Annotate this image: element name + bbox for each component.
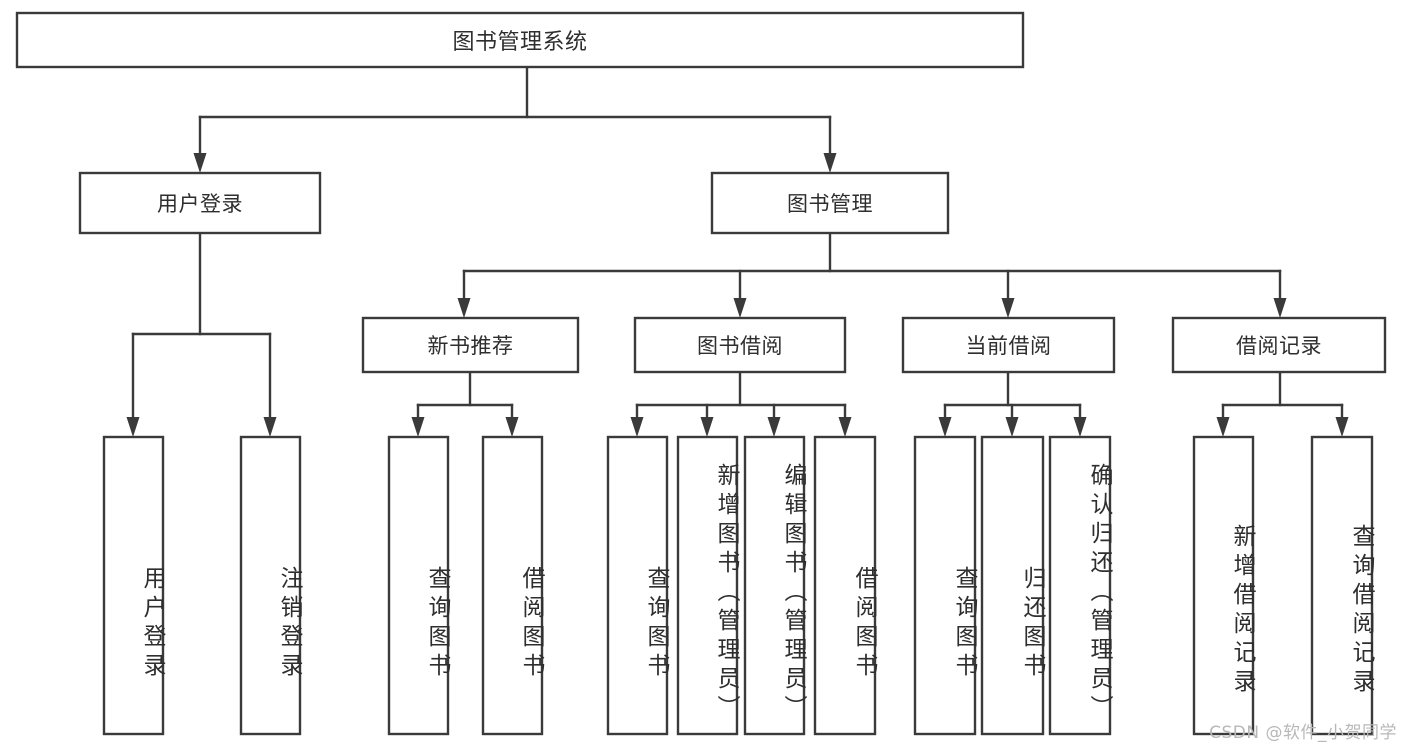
arrow-head-icon [700,417,714,437]
arrow-head-icon [126,417,140,437]
watermark-text: CSDN @软件_小贺同学 [1209,723,1397,743]
arrow-head-icon [505,417,519,437]
boxes-layer [15,11,1387,736]
node-box-leaf-user-login[interactable] [102,435,165,736]
arrow-head-icon [1005,417,1019,437]
node-box-leaf-return-book[interactable] [980,435,1045,736]
arrow-head-icon [838,417,852,437]
node-box-leaf-query-borrow-record[interactable] [1310,435,1374,736]
arrow-head-icon [733,298,747,318]
node-box-leaf-query-book-current[interactable] [913,435,977,736]
arrow-head-icon [457,298,471,318]
node-box-leaf-add-borrow-record[interactable] [1192,435,1255,736]
arrow-head-icon [193,153,207,173]
node-box-leaf-query-book-recommend[interactable] [387,435,450,736]
node-box-leaf-edit-book-admin[interactable] [743,435,806,736]
node-box-leaf-add-book-admin[interactable] [676,435,739,736]
node-box-leaf-borrow-book-recommend[interactable] [481,435,544,736]
node-box-leaf-logout[interactable] [239,435,302,736]
node-box-root[interactable] [15,11,1025,69]
node-box-new-book-recommend[interactable] [361,316,580,374]
node-box-leaf-query-book-borrow[interactable] [606,435,669,736]
arrow-head-icon [767,417,781,437]
arrow-head-icon [411,417,425,437]
arrow-head-icon [1216,417,1230,437]
arrow-head-icon [823,153,837,173]
arrow-head-icon [1273,298,1287,318]
node-box-leaf-confirm-return-admin[interactable] [1048,435,1112,736]
node-box-borrow-record[interactable] [1171,316,1387,374]
arrow-head-icon [1335,417,1349,437]
node-box-user-login[interactable] [78,171,322,235]
node-box-book-management[interactable] [710,171,950,235]
arrow-head-icon [1073,417,1087,437]
node-box-current-borrow[interactable] [901,316,1116,374]
arrow-head-icon [263,417,277,437]
arrow-head-icon [1001,298,1015,318]
node-box-book-borrow[interactable] [633,316,847,374]
arrow-head-icon [938,417,952,437]
arrow-head-icon [630,417,644,437]
connectors-layer [126,65,1349,437]
node-box-leaf-borrow-book[interactable] [813,435,877,736]
